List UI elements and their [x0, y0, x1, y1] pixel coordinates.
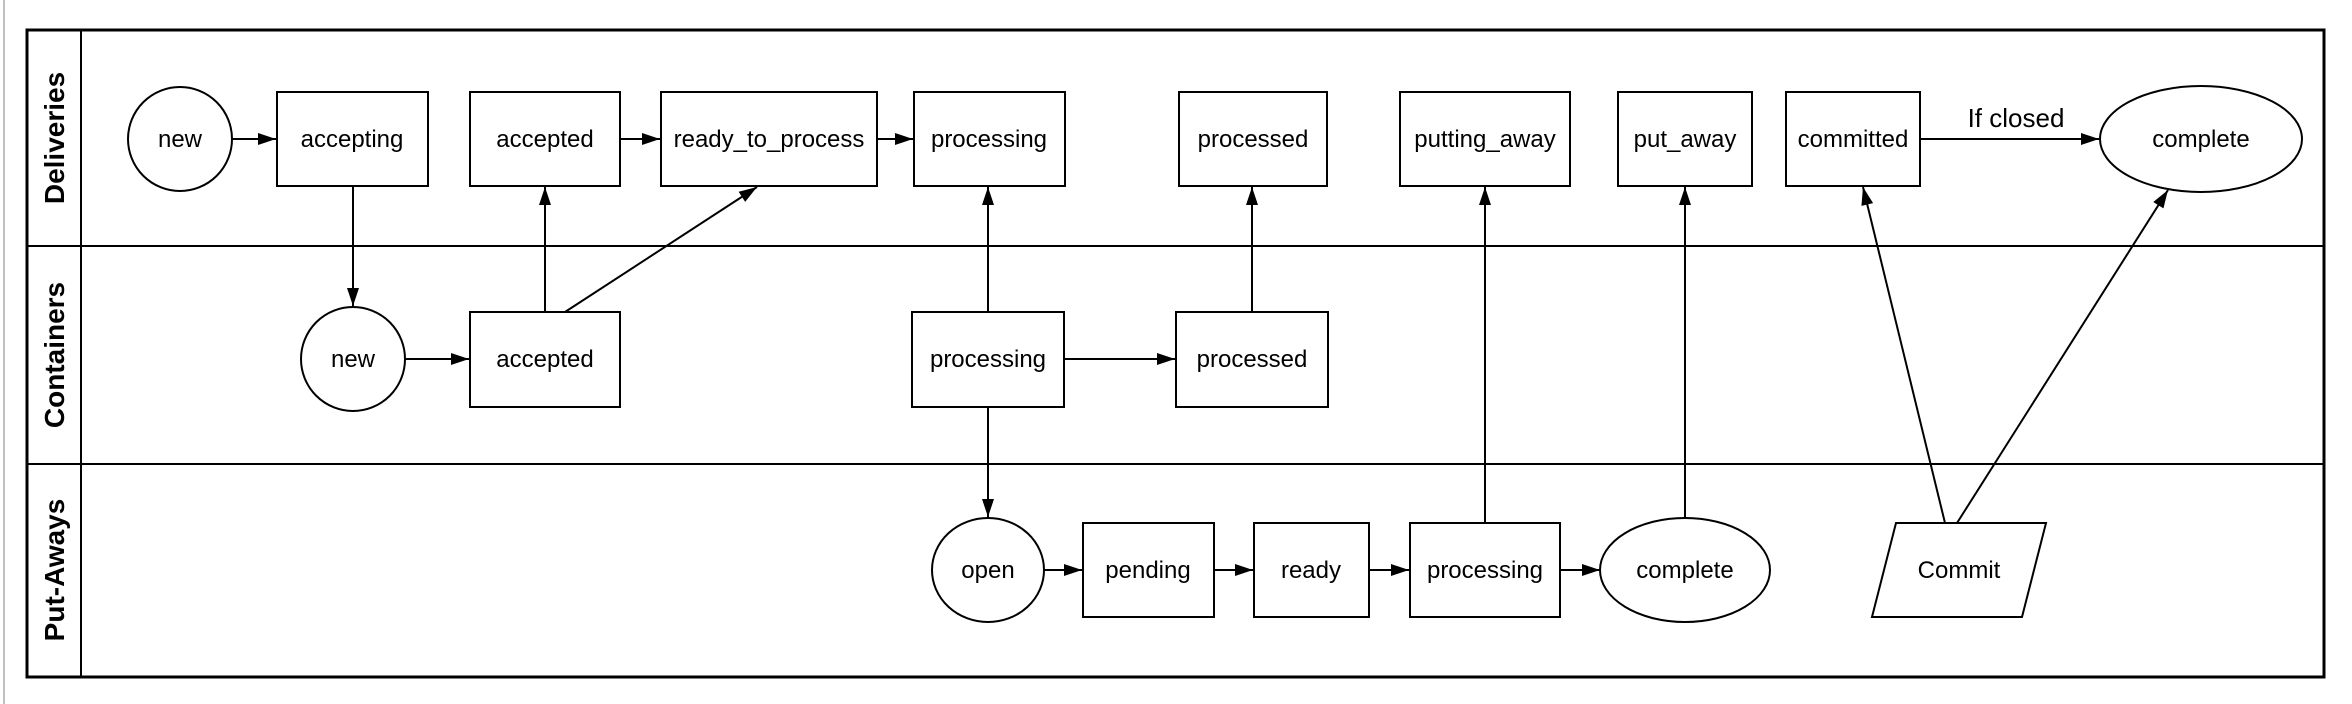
node-deliveries-accepted-label: accepted	[496, 126, 593, 153]
node-putaways-complete-shape	[1599, 517, 1771, 623]
node-putaways-pending: pending	[1082, 522, 1215, 618]
node-deliveries-putting-away-shape	[1399, 91, 1571, 187]
node-putaways-complete: complete	[1599, 517, 1771, 623]
node-deliveries-accepted-shape	[469, 91, 621, 187]
node-containers-processing: processing	[911, 311, 1065, 408]
node-containers-new: new	[300, 306, 406, 412]
node-deliveries-committed: committed	[1785, 91, 1921, 187]
node-deliveries-complete: complete	[2099, 85, 2303, 193]
node-deliveries-processing-shape	[913, 91, 1066, 187]
lane-label-deliveries: Deliveries	[39, 72, 70, 204]
node-deliveries-processed-label: processed	[1198, 126, 1309, 153]
node-deliveries-accepting-shape	[276, 91, 429, 187]
node-putaways-ready: ready	[1253, 522, 1370, 618]
lane-label-put-aways: Put-Aways	[39, 499, 70, 642]
node-deliveries-processed: processed	[1178, 91, 1328, 187]
node-containers-new-label: new	[331, 346, 376, 373]
node-deliveries-putting-away-label: putting_away	[1414, 126, 1555, 153]
node-putaways-open: open	[931, 517, 1045, 623]
node-deliveries-accepting: accepting	[276, 91, 429, 187]
node-putaways-processing-label: processing	[1427, 557, 1543, 584]
edge-p-commit-to-d-complete	[1956, 189, 2169, 524]
node-deliveries-put-away-label: put_away	[1634, 126, 1737, 153]
pool-frame	[25, 28, 2326, 679]
node-deliveries-new-shape	[127, 86, 233, 192]
node-deliveries-complete-label: complete	[2152, 126, 2249, 153]
node-putaways-pending-shape	[1082, 522, 1215, 618]
node-putaways-commit-label: Commit	[1918, 557, 2001, 584]
node-containers-processed-label: processed	[1197, 346, 1308, 373]
node-deliveries-processing: processing	[913, 91, 1066, 187]
node-containers-accepted-shape	[469, 311, 621, 408]
node-containers-accepted: accepted	[469, 311, 621, 408]
node-deliveries-accepting-label: accepting	[301, 126, 404, 153]
node-putaways-pending-label: pending	[1105, 557, 1190, 584]
node-containers-processed-shape	[1175, 311, 1329, 408]
node-deliveries-complete-shape	[2099, 85, 2303, 193]
node-deliveries-committed-label: committed	[1798, 126, 1909, 153]
edge-c-accepted-to-d-ready-to-process	[564, 186, 758, 313]
node-putaways-open-shape	[931, 517, 1045, 623]
edges: If closed	[232, 103, 2169, 576]
node-deliveries-put-away-shape	[1617, 91, 1753, 187]
node-deliveries-processing-label: processing	[931, 126, 1047, 153]
node-deliveries-committed-shape	[1785, 91, 1921, 187]
node-containers-processing-label: processing	[930, 346, 1046, 373]
node-putaways-commit-shape	[1870, 522, 2048, 618]
node-putaways-complete-label: complete	[1636, 557, 1733, 584]
node-putaways-commit: Commit	[1870, 522, 2048, 618]
node-deliveries-putting-away: putting_away	[1399, 91, 1571, 187]
node-putaways-processing-shape	[1409, 522, 1561, 618]
node-putaways-open-label: open	[961, 557, 1014, 584]
lane-label-containers: Containers	[39, 282, 70, 428]
node-deliveries-put-away: put_away	[1617, 91, 1753, 187]
node-putaways-processing: processing	[1409, 522, 1561, 618]
edge-p-commit-to-d-committed	[1861, 186, 1946, 524]
node-deliveries-ready-to-process-label: ready_to_process	[674, 126, 865, 153]
node-putaways-ready-shape	[1253, 522, 1370, 618]
node-deliveries-ready-to-process: ready_to_process	[660, 91, 878, 187]
node-putaways-ready-label: ready	[1281, 557, 1341, 584]
node-containers-processed: processed	[1175, 311, 1329, 408]
node-containers-accepted-label: accepted	[496, 346, 593, 373]
node-deliveries-processed-shape	[1178, 91, 1328, 187]
node-deliveries-accepted: accepted	[469, 91, 621, 187]
node-deliveries-ready-to-process-shape	[660, 91, 878, 187]
edge-label-if-closed: If closed	[1968, 103, 2065, 133]
node-deliveries-new-label: new	[158, 126, 203, 153]
node-containers-new-shape	[300, 306, 406, 412]
node-deliveries-new: new	[127, 86, 233, 192]
node-containers-processing-shape	[911, 311, 1065, 408]
